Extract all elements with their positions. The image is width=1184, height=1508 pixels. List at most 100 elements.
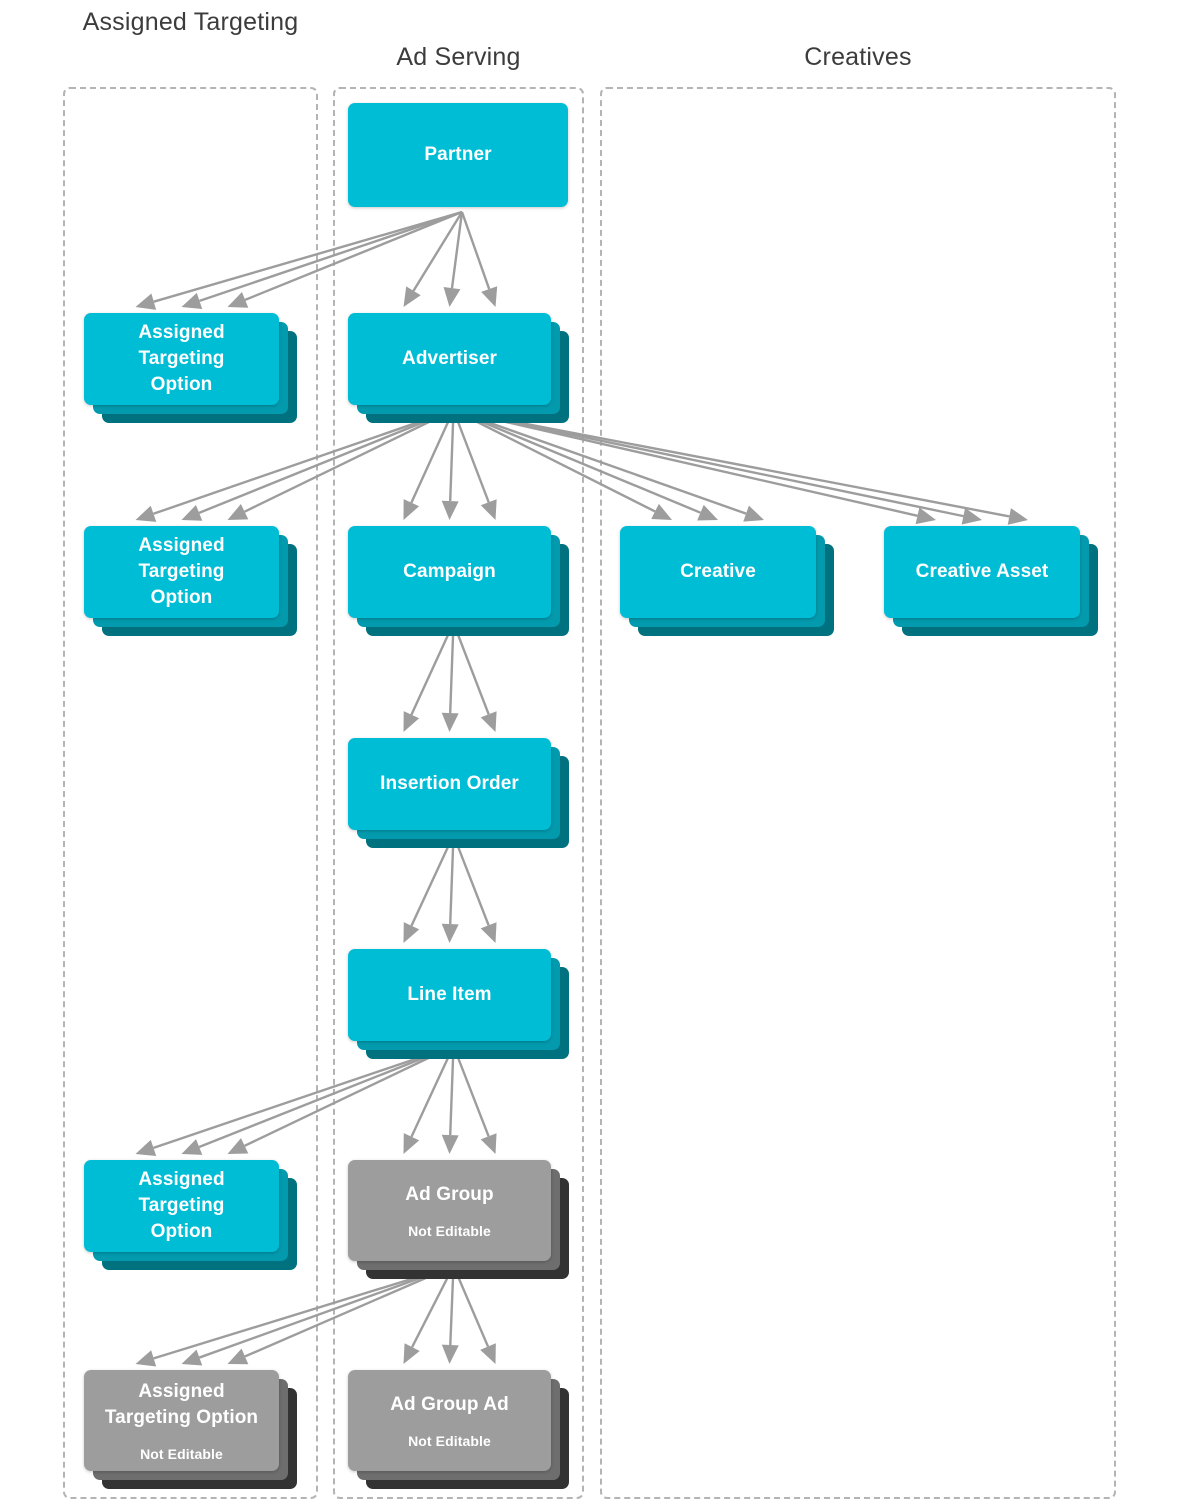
- node-title: Campaign: [403, 561, 496, 582]
- edge-insertion-order-to-line-item-2-head: [480, 922, 497, 943]
- edge-advertiser-to-creative-asset-1-head: [961, 507, 982, 525]
- node-stack-layer-front: Assigned Targeting Option: [84, 1160, 279, 1252]
- edge-advertiser-to-campaign-1-line: [448, 409, 455, 502]
- edge-advertiser-to-creative-1-head: [697, 504, 718, 521]
- edge-advertiser-to-creative-0-head: [651, 503, 672, 520]
- column-header-creatives: Creatives: [804, 43, 912, 71]
- edge-ad-group-to-assigned-targeting-option-4-2-line: [244, 1264, 454, 1358]
- node-title: Assigned Targeting Option: [104, 1380, 259, 1428]
- node-title: Creative Asset: [915, 561, 1049, 582]
- edge-partner-to-assigned-targeting-option-1-1-line: [199, 210, 463, 303]
- edge-advertiser-to-creative-asset-2-head: [1007, 508, 1028, 525]
- edge-ad-group-to-assigned-targeting-option-4-0-line: [153, 1264, 454, 1360]
- edge-advertiser-to-creative-asset-1-line: [453, 408, 964, 518]
- node-campaign[interactable]: Campaign: [348, 526, 569, 636]
- edge-advertiser-to-creative-asset-0-head: [915, 507, 936, 525]
- node-stack-layer-front: Creative: [620, 526, 816, 618]
- column-header-ad-serving: Ad Serving: [396, 43, 521, 71]
- edge-advertiser-to-creative-asset-0-line: [453, 408, 918, 517]
- node-partner[interactable]: Partner: [348, 103, 568, 207]
- edge-insertion-order-to-line-item-1-head: [441, 923, 459, 943]
- edge-ad-group-to-assigned-targeting-option-4-1-head: [181, 1349, 203, 1366]
- node-assigned-targeting-option-3[interactable]: Assigned Targeting Option: [84, 1160, 297, 1270]
- edge-line-item-to-ad-group-1-line: [449, 1045, 455, 1136]
- group-container-ad-serving: [333, 87, 584, 1499]
- edge-ad-group-to-ad-group-ad-1-line: [449, 1265, 455, 1346]
- node-subtitle: Not Editable: [408, 1222, 491, 1239]
- edge-partner-to-assigned-targeting-option-1-0-head: [135, 293, 157, 310]
- edge-line-item-to-assigned-targeting-option-3-1-line: [198, 1044, 454, 1149]
- edge-ad-group-to-ad-group-ad-2-line: [452, 1265, 490, 1348]
- edge-partner-to-advertiser-1-head: [443, 287, 461, 307]
- edge-line-item-to-ad-group-2-line: [452, 1045, 490, 1137]
- edge-campaign-to-insertion-order-1-line: [448, 622, 455, 714]
- edge-ad-group-to-ad-group-ad-2-head: [480, 1343, 496, 1364]
- edge-insertion-order-to-line-item-0-head: [403, 922, 420, 943]
- edge-advertiser-to-creative-asset-2-line: [453, 408, 1010, 518]
- edge-partner-to-assigned-targeting-option-1-2-head: [227, 291, 249, 308]
- edge-insertion-order-to-line-item-0-line: [410, 834, 455, 927]
- edge-advertiser-to-creative-2-line: [453, 408, 747, 515]
- node-stack-layer-front: Assigned Targeting Option: [84, 526, 279, 618]
- edge-advertiser-to-creative-1-line: [453, 408, 701, 514]
- edge-ad-group-to-ad-group-ad-0-head: [403, 1343, 420, 1364]
- node-advertiser[interactable]: Advertiser: [348, 313, 569, 423]
- node-title: Ad Group: [405, 1183, 494, 1205]
- edge-partner-to-advertiser-2-line: [460, 211, 491, 290]
- edge-advertiser-to-creative-2-head: [743, 505, 764, 522]
- node-title: Advertiser: [402, 348, 497, 369]
- edge-partner-to-assigned-targeting-option-1-0-line: [153, 210, 463, 303]
- edge-advertiser-to-assigned-targeting-option-2-1-head: [181, 504, 203, 521]
- edge-partner-to-advertiser-0-head: [403, 286, 421, 307]
- node-title: Assigned Targeting Option: [138, 1169, 225, 1242]
- edge-partner-to-assigned-targeting-option-1-1-head: [181, 292, 203, 309]
- edge-partner-to-assigned-targeting-option-1-2-line: [244, 210, 463, 301]
- node-assigned-targeting-option-2[interactable]: Assigned Targeting Option: [84, 526, 297, 636]
- edge-advertiser-to-assigned-targeting-option-2-1-line: [198, 408, 454, 514]
- node-stack-layer-front: Insertion Order: [348, 738, 551, 830]
- edge-advertiser-to-assigned-targeting-option-2-2-head: [227, 504, 249, 520]
- node-creative[interactable]: Creative: [620, 526, 834, 636]
- edge-ad-group-to-assigned-targeting-option-4-2-head: [227, 1348, 249, 1365]
- edge-ad-group-to-ad-group-ad-0-line: [411, 1265, 455, 1348]
- node-insertion-order[interactable]: Insertion Order: [348, 738, 569, 848]
- node-stack-layer-front: Advertiser: [348, 313, 551, 405]
- group-container-assigned-targeting: [63, 87, 318, 1499]
- node-stack-layer-front: Assigned Targeting Option: [84, 313, 279, 405]
- node-title: Ad Group Ad: [390, 1393, 509, 1415]
- edge-ad-group-to-assigned-targeting-option-4-1-line: [198, 1264, 454, 1359]
- node-subtitle: Not Editable: [140, 1445, 223, 1462]
- edge-line-item-to-assigned-targeting-option-3-0-line: [153, 1044, 454, 1150]
- edge-line-item-to-assigned-targeting-option-3-0-head: [135, 1139, 157, 1156]
- node-creative-asset[interactable]: Creative Asset: [884, 526, 1098, 636]
- edge-insertion-order-to-line-item-2-line: [452, 834, 490, 926]
- edge-line-item-to-ad-group-2-head: [480, 1133, 497, 1154]
- edge-ad-group-to-ad-group-ad-1-head: [441, 1344, 459, 1364]
- node-stack-layer-front: Campaign: [348, 526, 551, 618]
- edge-advertiser-to-campaign-2-head: [480, 499, 497, 520]
- edge-advertiser-to-assigned-targeting-option-2-2-line: [244, 408, 455, 513]
- edge-campaign-to-insertion-order-2-head: [480, 711, 497, 732]
- edge-campaign-to-insertion-order-1-head: [441, 712, 459, 732]
- node-stack-layer-front: Partner: [348, 103, 568, 207]
- node-title: Line Item: [407, 984, 492, 1005]
- edge-campaign-to-insertion-order-0-head: [403, 711, 420, 732]
- edge-partner-to-advertiser-2-head: [481, 286, 498, 307]
- edge-advertiser-to-assigned-targeting-option-2-0-head: [135, 505, 157, 522]
- edge-insertion-order-to-line-item-1-line: [449, 834, 455, 925]
- edge-line-item-to-ad-group-0-head: [403, 1133, 420, 1154]
- edge-line-item-to-ad-group-0-line: [410, 1045, 455, 1138]
- node-assigned-targeting-option-1[interactable]: Assigned Targeting Option: [84, 313, 297, 423]
- edge-advertiser-to-assigned-targeting-option-2-0-line: [153, 408, 454, 515]
- node-title: Creative: [680, 561, 756, 582]
- node-line-item[interactable]: Line Item: [348, 949, 569, 1059]
- edge-advertiser-to-creative-0-line: [452, 408, 656, 513]
- node-title: Insertion Order: [380, 773, 519, 794]
- edge-partner-to-advertiser-1-line: [450, 211, 464, 289]
